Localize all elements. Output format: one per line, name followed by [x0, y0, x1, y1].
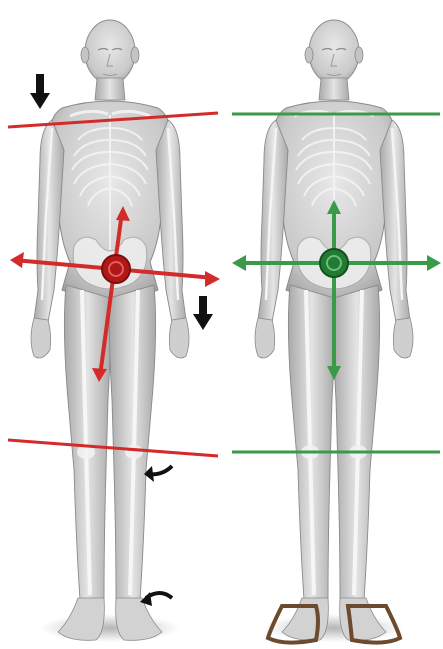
down-arrow-icon	[30, 74, 50, 109]
arrow-head-left-red	[10, 252, 24, 268]
left-figure	[31, 20, 189, 642]
arrow-head-left-green	[232, 255, 246, 271]
pelvis-center-green	[320, 249, 348, 277]
down-arrow-icon	[193, 296, 213, 330]
arrow-head-right-green	[427, 255, 441, 271]
pelvis-center-red	[102, 255, 130, 283]
curved-arrow-icon	[144, 466, 172, 482]
arrow-head-right-red	[205, 271, 220, 287]
curved-arrow-icon	[140, 592, 172, 606]
